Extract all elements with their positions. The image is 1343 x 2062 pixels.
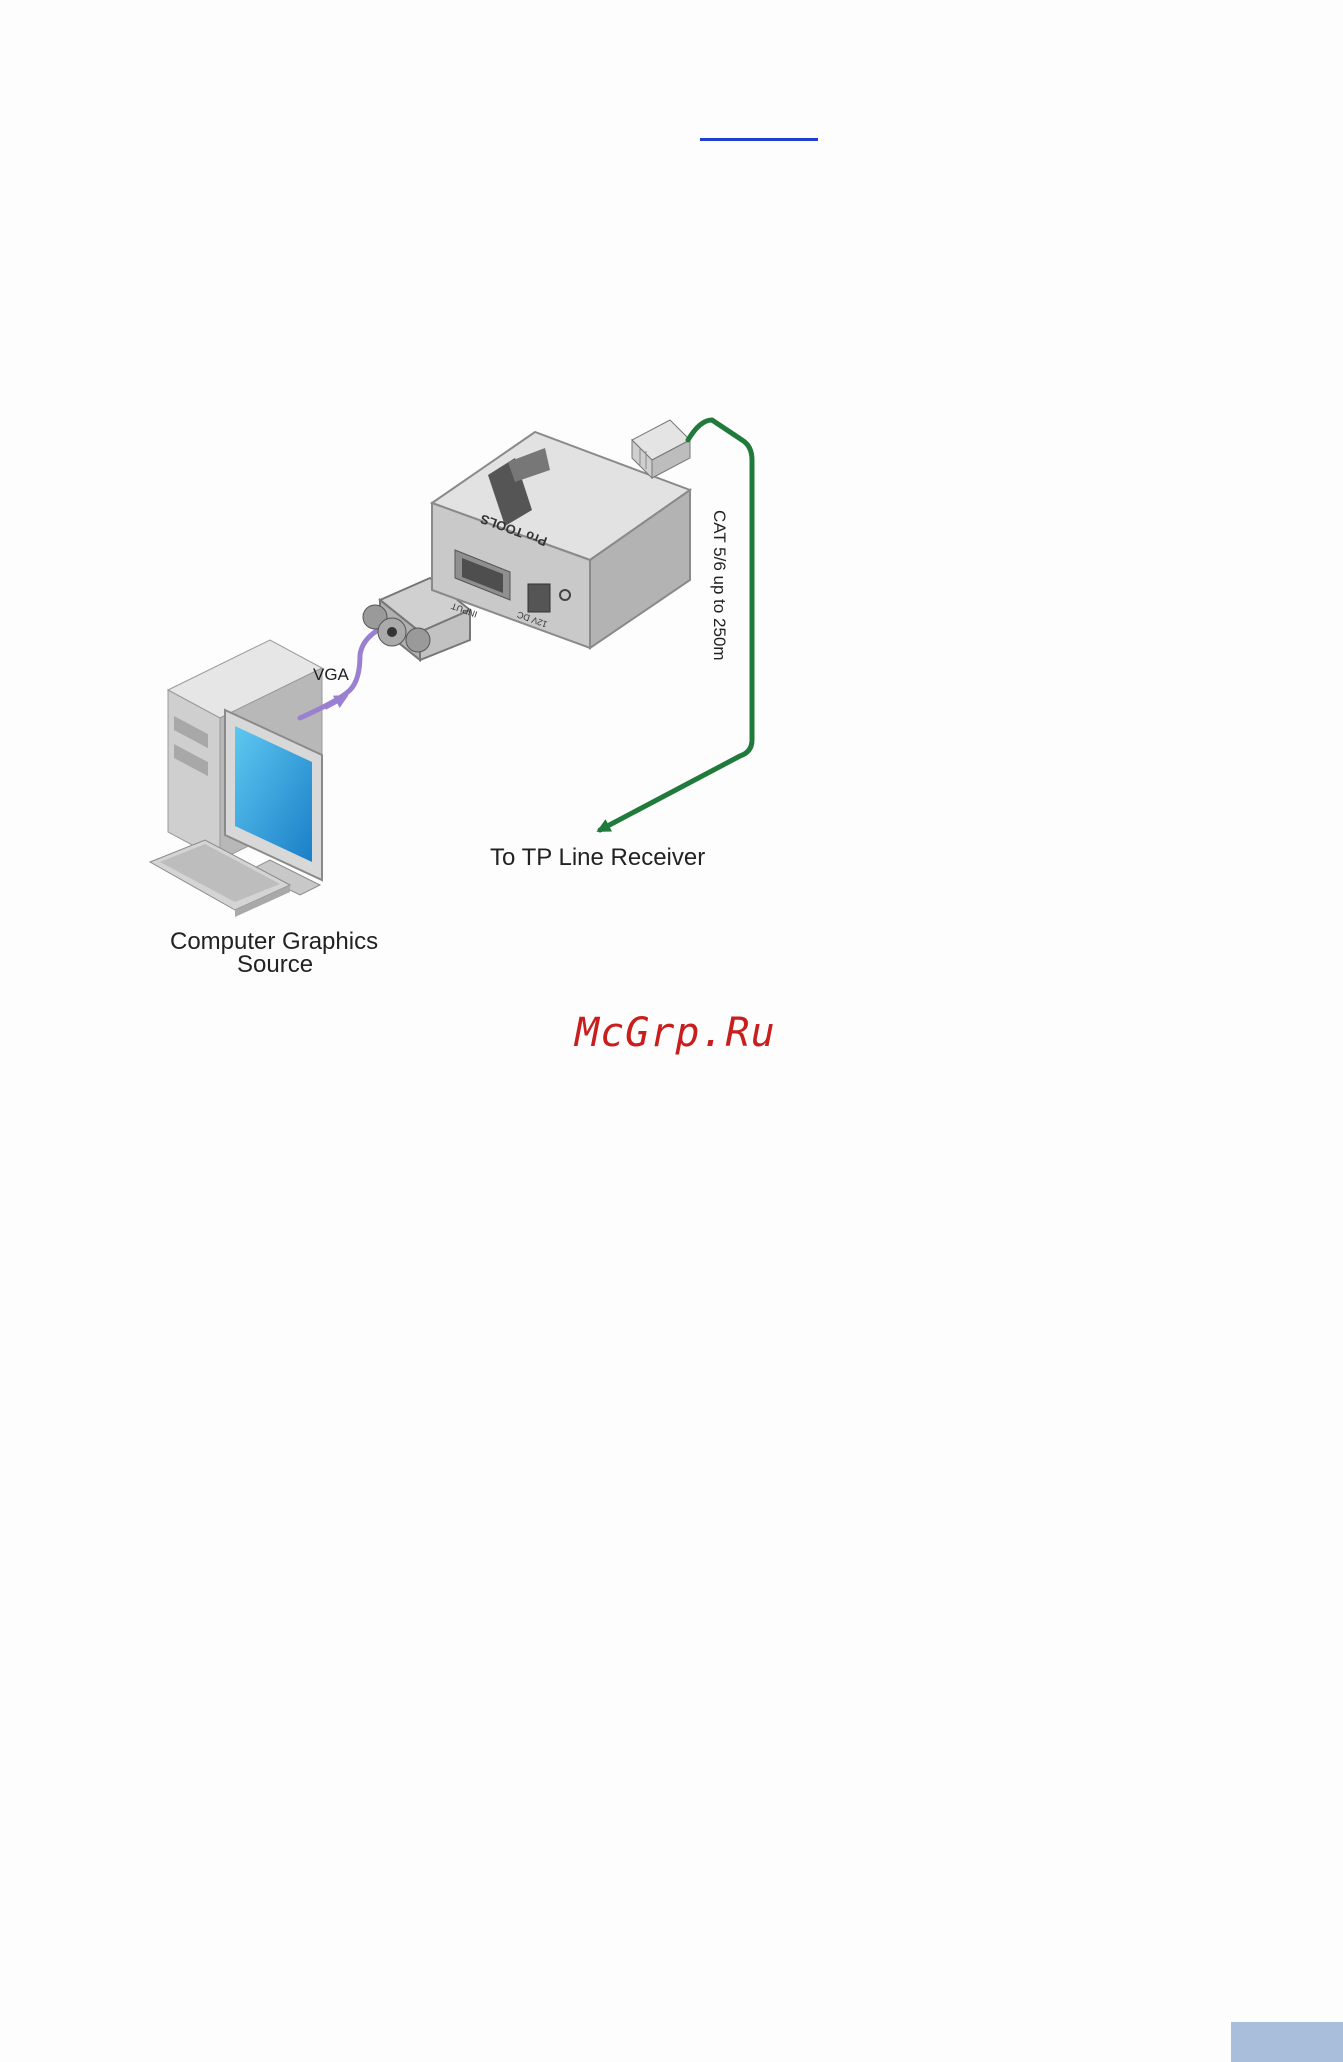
destination-label: To TP Line Receiver [490,844,705,872]
watermark: McGrp.Ru [575,1010,776,1056]
vga-label: VGA [313,665,349,685]
page-number-tab [1231,2022,1343,2062]
rj45-plug-icon [632,420,690,478]
cable-length-label: CAT 5/6 up to 250m [709,510,729,661]
source-label-line2: Source [237,951,313,979]
